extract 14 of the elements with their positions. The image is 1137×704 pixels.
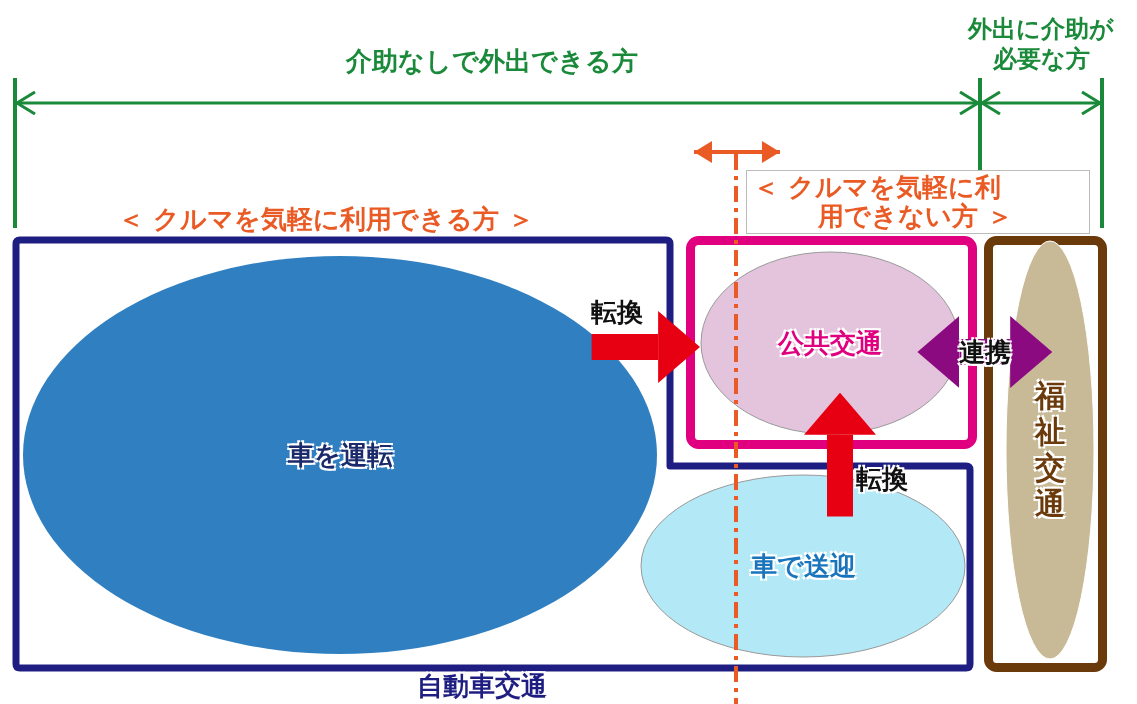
range-label: 外出に介助が必要な方 bbox=[966, 14, 1115, 74]
block-arrow bbox=[591, 311, 701, 383]
block-arrow bbox=[804, 392, 876, 517]
node-label: 公共交通 bbox=[778, 326, 882, 360]
node-label: 車で送迎 bbox=[750, 549, 856, 583]
node-label: 福祉交通 bbox=[1035, 378, 1065, 522]
node-label: 車を運転 bbox=[287, 438, 393, 472]
node-label: 自動車交通 bbox=[417, 670, 547, 703]
block-arrow bbox=[917, 316, 1053, 388]
edge-label: 転換 bbox=[856, 462, 908, 496]
category-label: ＜ クルマを気軽に利用できない方 ＞ bbox=[746, 170, 1090, 234]
category-label: ＜ クルマを気軽に利用できる方 ＞ bbox=[118, 203, 535, 236]
range-label: 介助なしで外出できる方 bbox=[346, 45, 638, 78]
edge-label: 転換 bbox=[590, 296, 643, 329]
